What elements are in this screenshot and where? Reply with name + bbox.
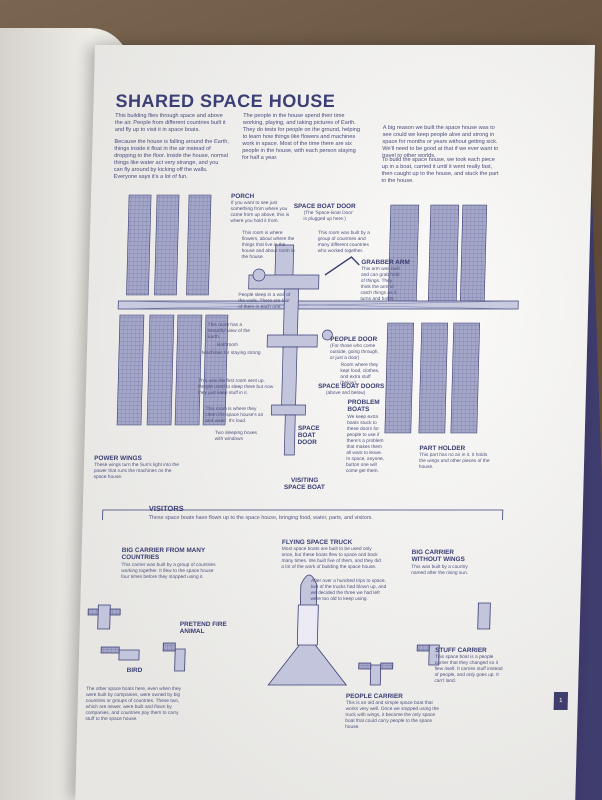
label-big-carrier: BIG CARRIER FROM MANY COUNTRIES [121,547,206,561]
text-flying-space-truck: Most space boats are built to be used on… [281,547,381,570]
people-carrier-ship [358,662,394,686]
text-visitors-subtitle: These space boats have flown up to the s… [148,515,373,521]
label-bird: BIRD [126,667,143,674]
big-carrier-ship [87,604,121,630]
power-wing-top-right [387,204,488,306]
no-wings-carrier [477,602,491,630]
text-people-carrier: This is an old and simple space boat tha… [345,701,439,730]
text-big-carrier: This carrier was built by a group of cou… [120,563,216,580]
visitor-ships [87,574,491,686]
fire-animal-ship [162,642,186,672]
station-modules [248,244,360,456]
text-no-wings-carrier: This was built by a country named after … [411,565,469,576]
visitors-diagram [87,509,504,686]
text-flying-space-truck-2: After over a hundred trips to space, two… [310,579,387,602]
label-stuff-carrier: STUFF CARRIER [435,647,487,654]
space-station-diagram [116,194,519,456]
power-wing-bottom-right [384,322,481,434]
label-flying-space-truck: FLYING SPACE TRUCK [281,539,353,546]
stuff-carrier-ship [416,644,440,666]
power-wing-bottom-left [116,314,229,426]
bird-ship [100,646,140,661]
label-no-wings-carrier: BIG CARRIER WITHOUT WINGS [411,549,465,563]
power-wing-top-left [126,194,212,296]
label-visitors: VISITORS [148,504,184,513]
part-holder-truss [117,300,519,310]
text-stuff-carrier: This space boat is a people carrier that… [434,655,503,684]
text-other-boats: The other space boats here, even when th… [85,687,182,722]
flying-space-truck [267,574,348,686]
page-number: 1 [553,692,569,710]
label-people-carrier: PEOPLE CARRIER [345,693,403,700]
label-fire-animal: PRETEND FIRE ANIMAL [179,621,227,635]
book-page: SHARED SPACE HOUSE This building flies t… [75,45,596,800]
